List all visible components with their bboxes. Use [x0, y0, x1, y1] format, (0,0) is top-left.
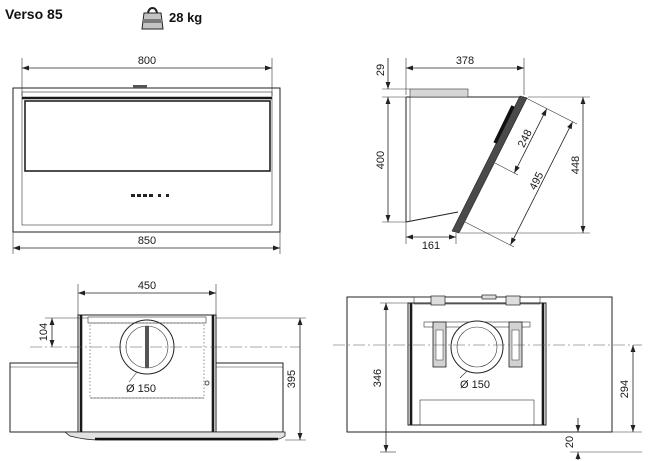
top-bracket — [413, 296, 541, 305]
glass-panel — [24, 100, 271, 172]
duct-outlet-inner — [456, 326, 498, 368]
product-title: Verso 85 — [5, 6, 63, 22]
dimension-label-800: 800 — [138, 55, 156, 67]
dimension-label-29: 29 — [375, 64, 387, 76]
right-bracket — [508, 321, 523, 368]
glass-panel-side — [451, 95, 528, 234]
extension-line — [525, 97, 578, 125]
bottom-edge — [405, 211, 459, 223]
side-view: 378 29 400 248 495 448 161 — [375, 55, 590, 252]
fixing-point — [204, 380, 210, 386]
right-wing — [215, 362, 284, 433]
glass-handle — [493, 105, 515, 144]
left-bracket — [432, 321, 447, 368]
duct-diameter-label: Ø 150 — [460, 379, 490, 391]
front-view: 800 850 — [12, 55, 281, 254]
lower-panel — [419, 399, 535, 426]
dimension-label-346: 346 — [372, 369, 384, 387]
dimension-label-104: 104 — [38, 323, 50, 341]
dimension-label-495: 495 — [527, 170, 546, 192]
diameter-leader — [459, 370, 468, 379]
top-hook-center — [481, 294, 497, 300]
duct-diameter-label: Ø 150 — [126, 383, 156, 395]
control-buttons — [131, 194, 169, 197]
hood-inner-frame — [21, 91, 273, 226]
hood-outer-frame — [12, 87, 281, 233]
dimension-label-450: 450 — [138, 280, 156, 292]
extension-line — [464, 221, 515, 248]
outlet-spigot — [409, 88, 469, 98]
dimension-label-161: 161 — [422, 240, 440, 252]
duct-outlet-outer — [450, 320, 504, 374]
weight-icon — [141, 7, 164, 30]
dimension-label-378: 378 — [456, 55, 474, 67]
dimension-label-294: 294 — [619, 380, 631, 398]
dimension-label-850: 850 — [138, 235, 156, 247]
left-wing — [9, 362, 79, 433]
diameter-leader — [128, 371, 138, 383]
dimension-label-400: 400 — [375, 151, 387, 169]
wall-fixing-view: Ø 150 346 294 20 — [333, 294, 642, 460]
top-hook-right — [505, 295, 521, 306]
dimension-label-20: 20 — [564, 436, 576, 448]
rear-view: 450 104 Ø 150 395 — [9, 280, 306, 441]
extension-line — [494, 162, 519, 176]
dimension-line-495 — [510, 121, 573, 246]
top-hook-left — [430, 295, 446, 306]
dimension-label-248: 248 — [516, 128, 535, 150]
weight-value: 28 kg — [169, 10, 202, 25]
top-tab — [133, 85, 147, 88]
dimension-label-395: 395 — [286, 370, 298, 388]
dimension-label-448: 448 — [570, 156, 582, 174]
